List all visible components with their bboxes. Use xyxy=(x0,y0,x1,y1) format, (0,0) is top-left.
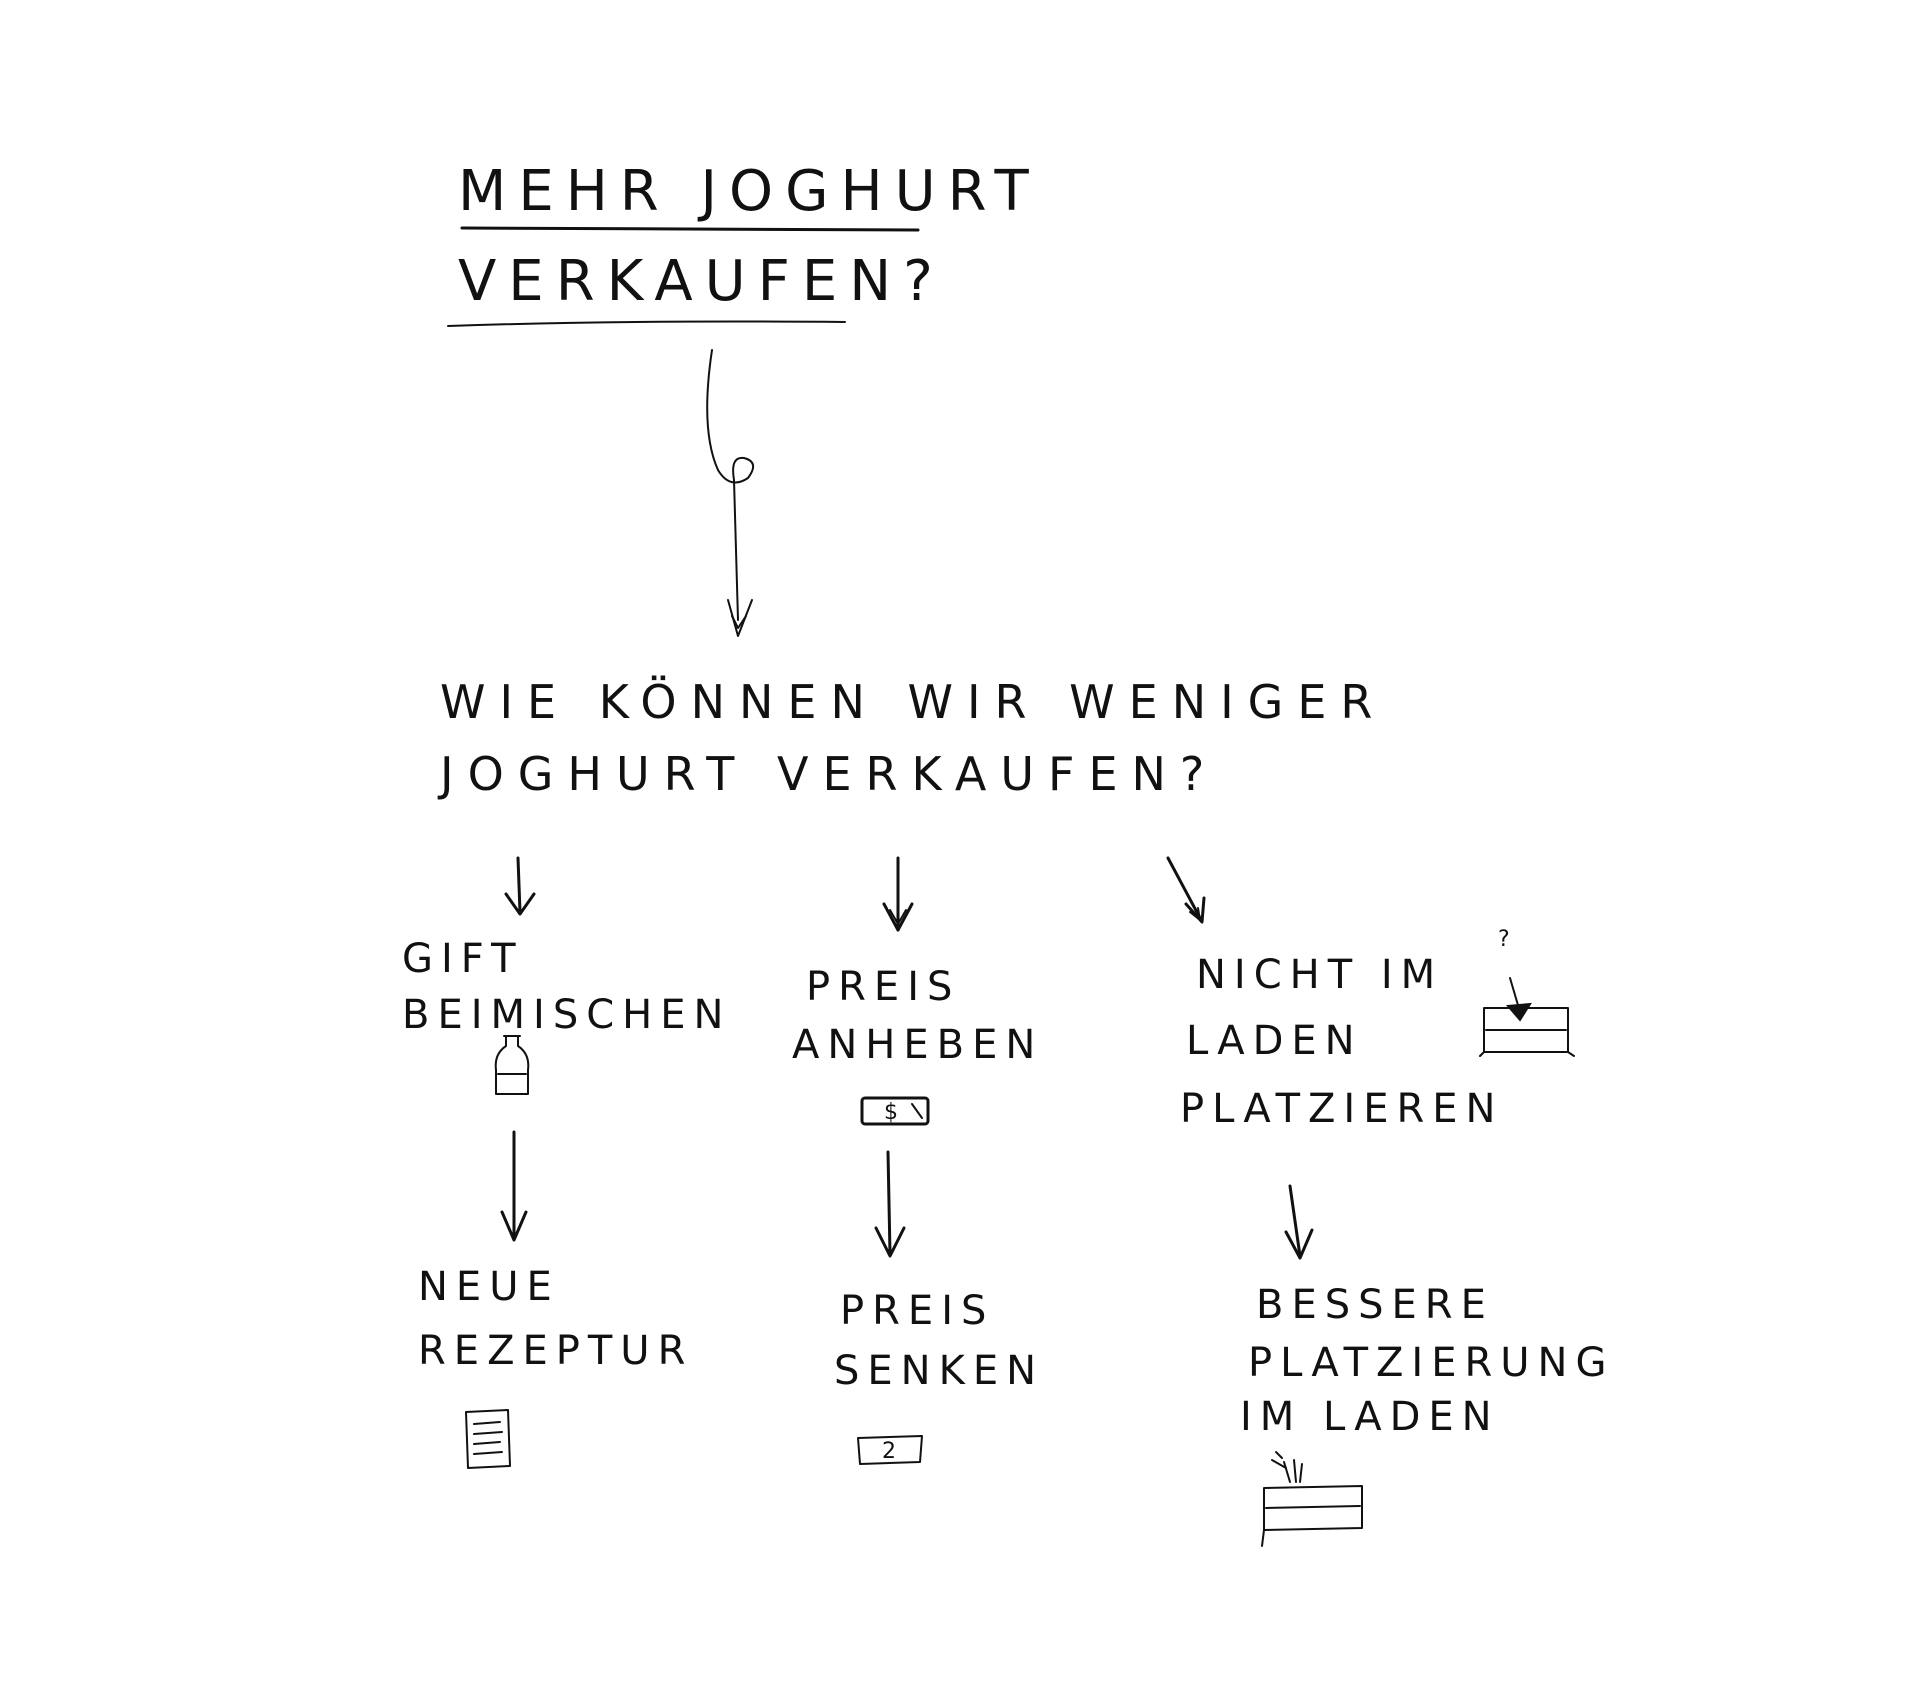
reframe-line-2: JOGHURT VERKAUFEN? xyxy=(437,747,1218,801)
outcome-2-line-2: SENKEN xyxy=(834,1348,1044,1394)
branch-arrows xyxy=(504,856,1206,932)
money-note-icon: 2 xyxy=(857,1435,923,1465)
idea-2-line-1: PREIS xyxy=(806,964,960,1010)
idea-3-line-1: NICHT IM xyxy=(1196,952,1443,998)
idea-3-line-3: PLATZIEREN xyxy=(1180,1086,1503,1132)
bottle-icon xyxy=(494,1035,530,1095)
idea-1-line-2: BEIMISCHEN xyxy=(402,992,731,1038)
title-block: MEHR JOGHURT VERKAUFEN? xyxy=(447,159,1041,327)
arrow-nicht-to-bessere xyxy=(1284,1184,1314,1260)
reframe-line-1: WIE KÖNNEN WIR WENIGER xyxy=(440,675,1386,729)
outcome-3-line-3: IM LADEN xyxy=(1240,1394,1500,1440)
outcome-2-line-1: PREIS xyxy=(840,1288,994,1334)
arrow-to-nicht-im-laden xyxy=(1166,856,1206,924)
title-line-2: VERKAUFEN? xyxy=(458,249,945,314)
branch-3: NICHT IM LADEN PLATZIEREN ? BESSERE PLAT… xyxy=(1180,927,1614,1547)
money-note-label: $ xyxy=(884,1100,900,1125)
arrow-to-preis-anheben xyxy=(882,856,914,932)
branch-2: PREIS ANHEBEN $ PREIS SENKEN 2 xyxy=(792,964,1044,1465)
hook-arrow-head-icon xyxy=(727,599,753,637)
outcome-1-line-1: NEUE xyxy=(418,1264,560,1310)
shelf-question-label: ? xyxy=(1498,927,1512,952)
document-icon xyxy=(465,1409,511,1469)
outcome-3-line-1: BESSERE xyxy=(1256,1282,1494,1328)
title-underline-2 xyxy=(447,320,846,327)
shelf-icon: ? xyxy=(1479,927,1575,1057)
arrow-anheben-to-senken xyxy=(874,1150,906,1258)
hook-arrow xyxy=(706,349,755,637)
idea-2-line-2: ANHEBEN xyxy=(792,1022,1043,1068)
idea-3-line-2: LADEN xyxy=(1186,1018,1363,1064)
shelf-icon xyxy=(1261,1451,1363,1547)
branch-1: GIFT BEIMISCHEN NEUE REZEPTUR xyxy=(402,936,731,1469)
arrow-to-gift xyxy=(504,856,536,916)
title-underline-1 xyxy=(460,226,920,232)
title-line-1: MEHR JOGHURT xyxy=(458,159,1041,224)
reframe-question: WIE KÖNNEN WIR WENIGER JOGHURT VERKAUFEN… xyxy=(437,675,1386,801)
idea-1-line-1: GIFT xyxy=(402,936,524,982)
money-note-icon: $ xyxy=(860,1096,930,1126)
outcome-1-line-2: REZEPTUR xyxy=(418,1328,693,1374)
money-note-label: 2 xyxy=(882,1439,898,1464)
arrow-gift-to-rezeptur xyxy=(500,1130,528,1242)
outcome-3-line-2: PLATZIERUNG xyxy=(1248,1340,1614,1386)
